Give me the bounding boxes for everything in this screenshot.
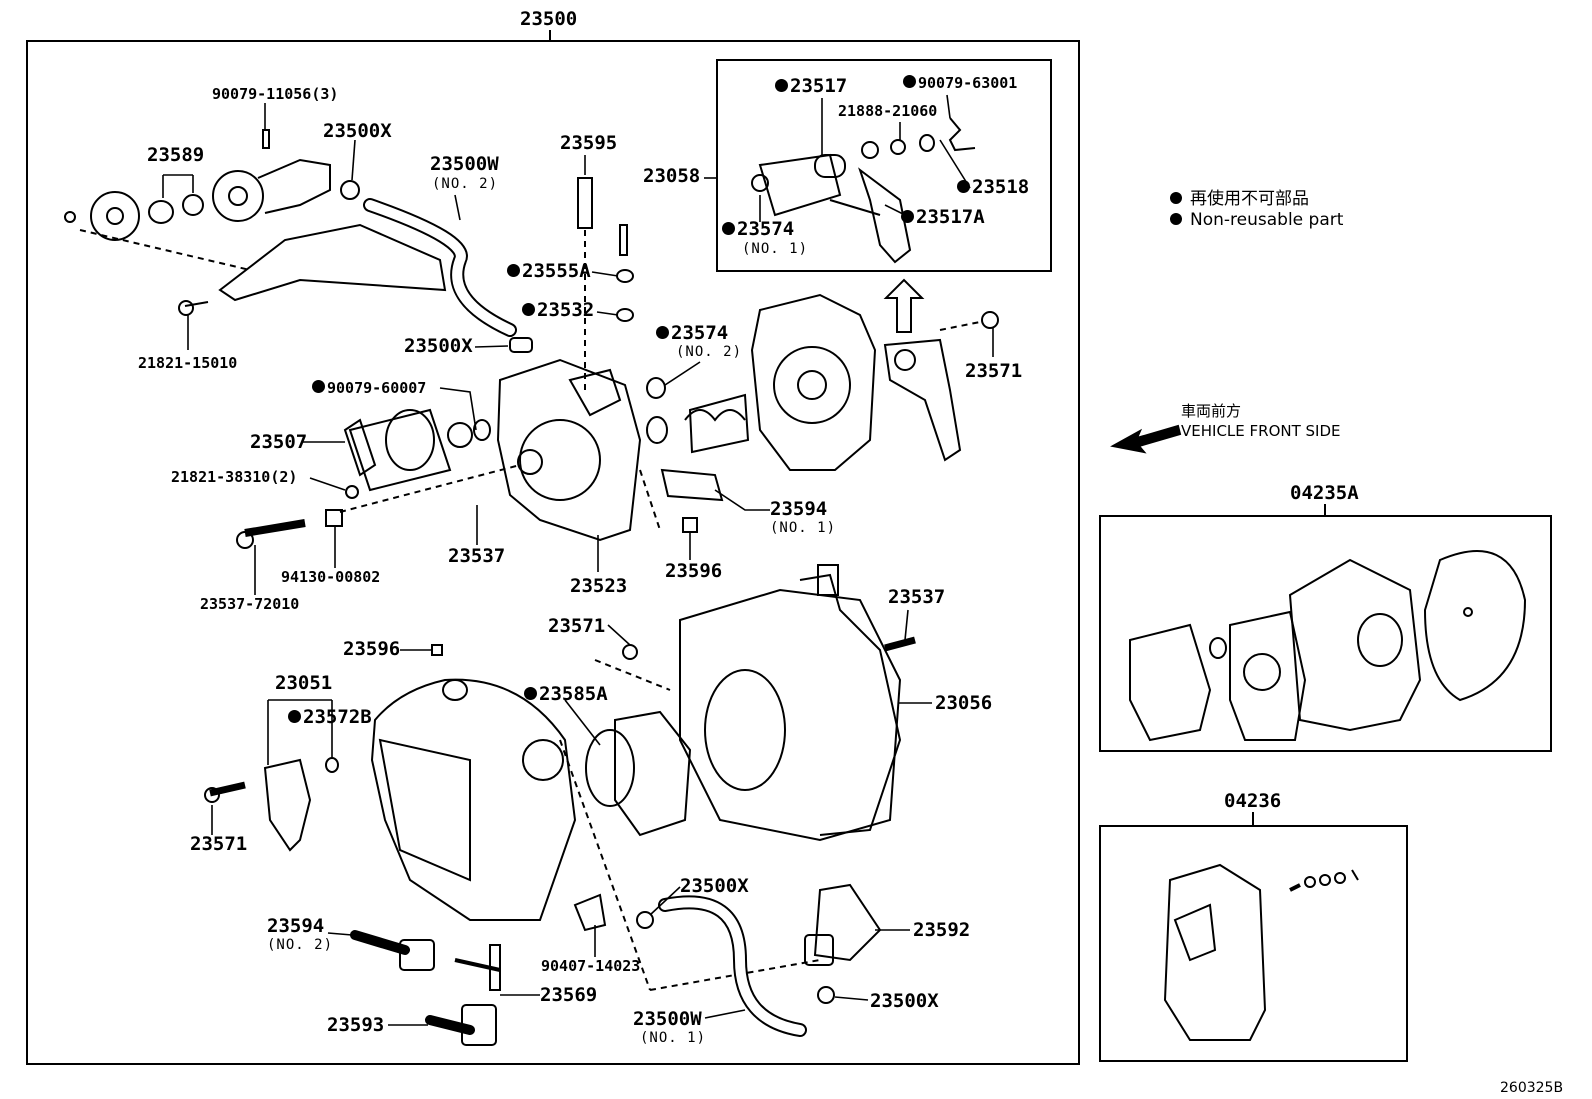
bullet-icon [1170, 192, 1182, 204]
kit-04235A-parts [1129, 550, 1527, 742]
bullet-icon [957, 180, 970, 193]
lever-assembly [883, 311, 999, 462]
part-label[interactable]: 23571 [190, 833, 248, 855]
assembly-number: 23500 [520, 8, 578, 30]
bullet-icon [522, 303, 535, 316]
legend-jp: 再使用不可部品 [1170, 184, 1309, 209]
part-label[interactable]: 23594 [267, 915, 325, 937]
lower-body [370, 678, 577, 921]
part-label[interactable]: 94130-00802 [281, 568, 381, 586]
bullet-icon [903, 75, 916, 88]
vehicle-front-arrow [1110, 424, 1182, 454]
part-label[interactable]: 23058 [643, 165, 701, 187]
part-label[interactable]: 21821-15010 [138, 354, 238, 372]
direction-jp: 車両前方 [1181, 402, 1242, 420]
part-label[interactable]: 23574 [722, 220, 794, 239]
part-label[interactable]: 23537 [448, 545, 506, 567]
part-label[interactable]: 21888-21060 [838, 102, 938, 120]
legend-en: Non-reusable part [1170, 210, 1343, 230]
part-label[interactable]: 23518 [957, 178, 1029, 197]
part-label[interactable]: 23596 [343, 638, 401, 660]
part-label[interactable]: 23500X [680, 875, 749, 897]
part-label[interactable]: 23571 [548, 615, 606, 637]
part-label[interactable]: 23051 [275, 672, 333, 694]
part-label[interactable]: 23500W [633, 1008, 702, 1030]
part-label[interactable]: 90079-11056(3) [212, 85, 339, 103]
part-sublabel: (NO. 1) [742, 241, 809, 257]
diaphragm-cover [750, 293, 877, 471]
bullet-icon [775, 79, 788, 92]
part-label[interactable]: 23523 [570, 575, 628, 597]
inset-frame [716, 59, 1052, 272]
part-sublabel: (NO. 2) [432, 176, 499, 192]
part-label[interactable]: 23500X [870, 990, 939, 1012]
part-label[interactable]: 23537-72010 [200, 595, 300, 613]
part-label[interactable]: 23593 [327, 1014, 385, 1036]
leader-lines [162, 94, 994, 1026]
part-label[interactable]: 21821-38310(2) [171, 468, 298, 486]
part-label[interactable]: 23585A [524, 685, 608, 704]
bullet-icon [312, 380, 325, 393]
part-label[interactable]: 23500X [323, 120, 392, 142]
part-label[interactable]: 23532 [522, 301, 594, 320]
part-label[interactable]: 23569 [540, 984, 598, 1006]
part-label[interactable]: 23555A [507, 262, 591, 281]
inset-parts [751, 117, 976, 264]
solenoid-bracket-cluster [64, 129, 447, 316]
assembly-frame [26, 40, 1080, 1065]
part-label[interactable]: 90407-14023 [541, 957, 641, 975]
part-label[interactable]: 90079-63001 [903, 75, 1017, 91]
part-label[interactable]: 23517A [901, 208, 985, 227]
part-label[interactable]: 90079-60007 [312, 380, 426, 396]
kit-04236-parts [1163, 863, 1359, 1041]
up-arrow [883, 278, 925, 333]
bullet-icon [901, 210, 914, 223]
part-label[interactable]: 23537 [888, 586, 946, 608]
bullet-icon [1170, 213, 1182, 225]
part-label[interactable]: 23500W [430, 153, 499, 175]
part-label[interactable]: 23056 [935, 692, 993, 714]
kit-label-04235A[interactable]: 04235A [1290, 482, 1359, 504]
part-label[interactable]: 23596 [665, 560, 723, 582]
lower-fittings [350, 883, 882, 1046]
bullet-icon [722, 222, 735, 235]
part-label[interactable]: 23589 [147, 144, 205, 166]
illustration-code: 260325B [1500, 1080, 1564, 1096]
part-label[interactable]: 23592 [913, 919, 971, 941]
part-sublabel: (NO. 1) [770, 520, 837, 536]
bullet-icon [288, 710, 301, 723]
bullet-icon [507, 264, 520, 277]
main-gasket [679, 564, 902, 842]
upper-body [496, 358, 642, 542]
part-sublabel: (NO. 1) [640, 1030, 707, 1046]
part-label[interactable]: 23571 [965, 360, 1023, 382]
hose-no2 [363, 198, 517, 337]
part-sublabel: (NO. 2) [676, 344, 743, 360]
bullet-icon [524, 687, 537, 700]
part-label[interactable]: 23594 [770, 498, 828, 520]
part-sublabel: (NO. 2) [267, 937, 334, 953]
solenoid-valve [343, 408, 491, 492]
part-label[interactable]: 23500X [404, 335, 473, 357]
part-label[interactable]: 23574 [656, 324, 728, 343]
part-label[interactable]: 23595 [560, 132, 618, 154]
part-label[interactable]: 23517 [775, 77, 847, 96]
kit-label-04236[interactable]: 04236 [1224, 790, 1282, 812]
part-label[interactable]: 23507 [250, 431, 308, 453]
part-label[interactable]: 23572B [288, 708, 372, 727]
kit-frame-04236 [1099, 825, 1408, 1062]
bullet-icon [656, 326, 669, 339]
direction-en: VEHICLE FRONT SIDE [1181, 422, 1341, 440]
